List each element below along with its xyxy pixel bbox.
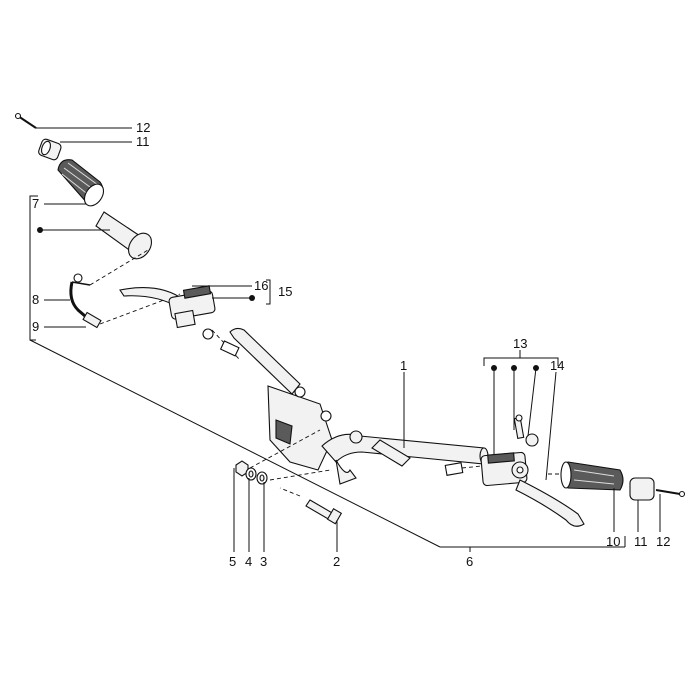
callout-11-left: 11 — [136, 134, 150, 149]
part-12-left-screw — [14, 112, 37, 129]
part-11-right-bar-end — [629, 477, 655, 501]
assembly-line-right-a — [461, 465, 483, 469]
right-brake-switch — [444, 462, 464, 476]
throttle-tube — [95, 211, 153, 260]
callout-7: 7 — [32, 196, 39, 211]
part-4-washer — [245, 467, 257, 481]
callout-11-right: 11 — [634, 534, 648, 549]
part-11-left-bar-end — [38, 138, 62, 161]
right-mount-screws — [513, 414, 539, 447]
callout-14: 14 — [550, 358, 564, 373]
callout-5: 5 — [229, 554, 236, 569]
right-brake-lever — [515, 479, 585, 527]
callout-4: 4 — [245, 554, 252, 569]
callout-16: 16 — [254, 278, 268, 293]
assembly-line-left-a — [89, 249, 149, 286]
right-brake-master-cylinder — [480, 451, 529, 487]
leader-dots — [37, 227, 539, 371]
leader-lines — [29, 127, 661, 552]
part-12-right-screw — [655, 489, 686, 498]
callout-1: 1 — [400, 358, 407, 373]
callout-3: 3 — [260, 554, 267, 569]
callout-9: 9 — [32, 319, 39, 334]
part-7-left-grip — [57, 159, 105, 207]
callout-8: 8 — [32, 292, 39, 307]
part-1-handlebar — [229, 327, 489, 485]
part-10-right-grip — [560, 461, 624, 491]
left-brake-switch — [219, 340, 240, 357]
callout-15: 15 — [278, 284, 292, 299]
callout-12-right: 12 — [656, 534, 670, 549]
callout-6: 6 — [466, 554, 473, 569]
part-2-bolt — [305, 499, 343, 525]
part-9-cable-end — [82, 311, 102, 329]
callout-2: 2 — [333, 554, 340, 569]
left-brake-master-cylinder — [168, 285, 216, 340]
assembly-line-center-a — [249, 429, 321, 469]
assembly-line-center-c — [279, 487, 301, 497]
callout-12-left: 12 — [136, 120, 150, 135]
callout-10: 10 — [606, 534, 620, 549]
part-3-washer — [256, 471, 268, 485]
assembly-line-center-b — [269, 469, 331, 481]
callout-13: 13 — [513, 336, 527, 351]
part-8-throttle-cable — [69, 273, 93, 324]
